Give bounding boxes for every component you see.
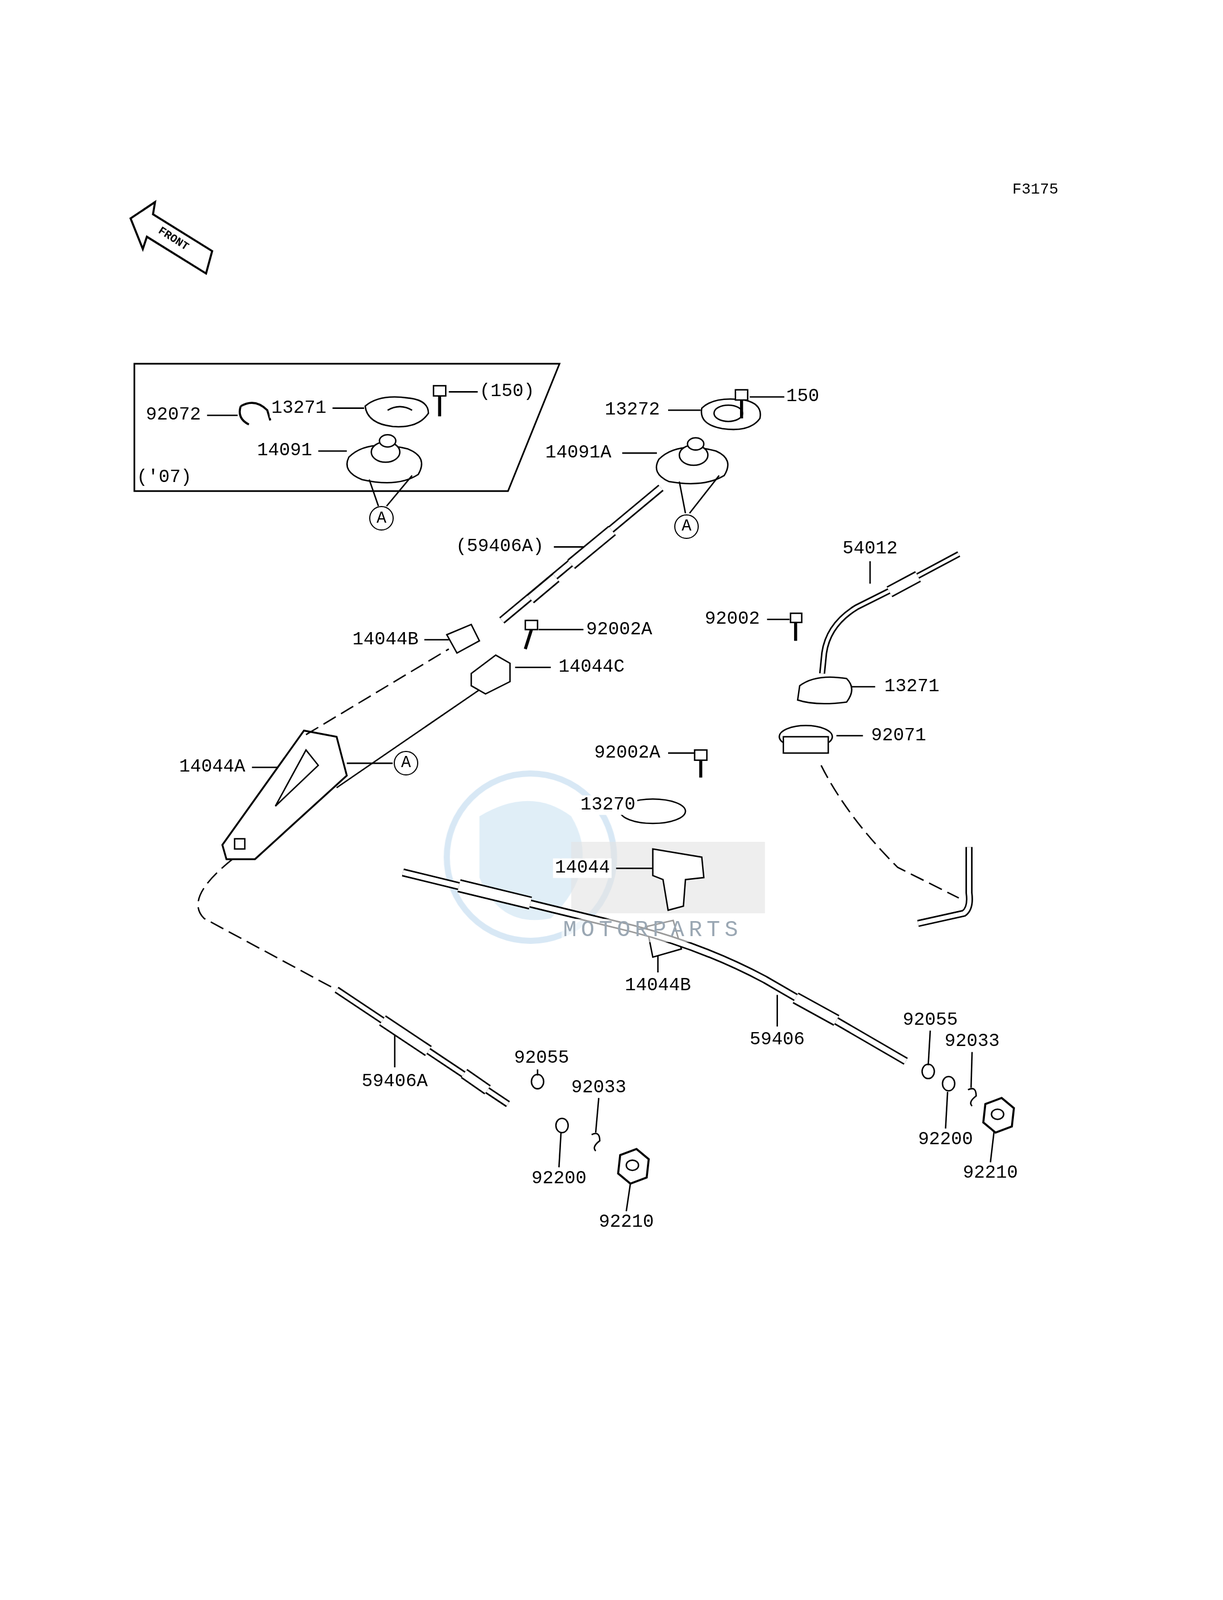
callout-number: 92033 [569, 1077, 628, 1097]
callout-number: 14091A [543, 443, 613, 463]
callout-number: 13270 [578, 795, 638, 815]
callout-number: 92002A [584, 619, 654, 640]
year-note: ('07) [136, 468, 192, 487]
callout-number: 14044A [177, 757, 247, 777]
callout-number: 14044C [557, 657, 627, 678]
reference-letter: A [681, 518, 692, 535]
reference-circle: A [369, 505, 394, 531]
callout-number: 92200 [916, 1129, 975, 1150]
watermark-logo [446, 772, 766, 941]
inset-outline-shape [134, 363, 560, 491]
reference-letter: A [376, 510, 387, 527]
reference-letter: A [400, 754, 412, 771]
callout-number: 13272 [603, 400, 662, 420]
reference-circle: A [674, 514, 699, 539]
callout-number: 92071 [869, 725, 928, 746]
callout-number: 92072 [144, 405, 203, 425]
callout-number: 14044B [622, 975, 693, 996]
reference-circle: A [393, 750, 419, 776]
callout-number: 59406 [747, 1029, 807, 1050]
callout-number: 13271 [882, 677, 942, 697]
callout-number: 92055 [901, 1010, 960, 1031]
callout-number: 14044B [350, 630, 420, 650]
callout-number: 92055 [512, 1047, 572, 1068]
linework [130, 201, 1014, 1211]
figure-number: F3175 [1010, 181, 1060, 198]
watermark-text: MOTORPARTS [561, 918, 745, 942]
callout-number: 14091 [255, 441, 314, 461]
callout-number: 54012 [840, 539, 900, 559]
callout-number: 14044 [553, 858, 612, 878]
year-inset-frame: ('07) [132, 361, 562, 493]
callout-number: 13271 [269, 398, 329, 418]
callout-number: (59406A) [453, 537, 546, 557]
callout-number: (150) [477, 382, 537, 402]
direction-label: FRONT [154, 223, 192, 254]
callout-number: 92002 [703, 609, 762, 630]
callout-number: 92210 [961, 1163, 1021, 1183]
callout-number: 92200 [529, 1168, 589, 1188]
callout-number: 92033 [943, 1031, 1002, 1052]
callout-number: 92210 [597, 1212, 656, 1232]
callout-number: 59406A [360, 1071, 430, 1091]
inset-outline [132, 361, 562, 493]
callout-number: 150 [784, 387, 821, 407]
callout-number: 92002A [592, 743, 662, 763]
